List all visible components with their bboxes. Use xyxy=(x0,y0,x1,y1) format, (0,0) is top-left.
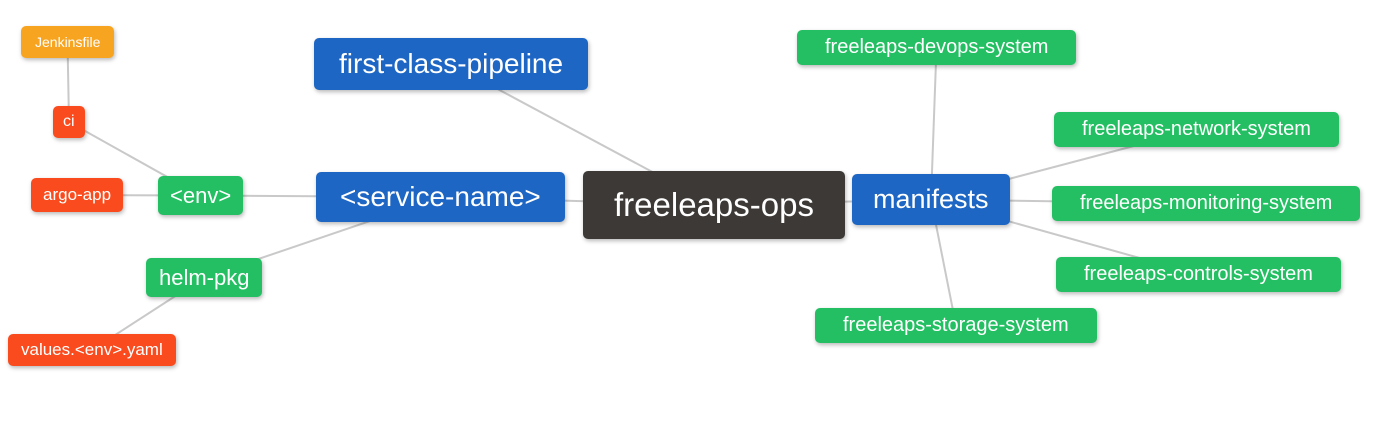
node-freeleaps-network-system[interactable]: freeleaps-network-system xyxy=(1054,112,1339,147)
node-manifests[interactable]: manifests xyxy=(852,174,1010,226)
node-argo-app[interactable]: argo-app xyxy=(31,178,124,212)
node-freeleaps-controls-system[interactable]: freeleaps-controls-system xyxy=(1056,257,1341,292)
node-service-name[interactable]: <service-name> xyxy=(316,172,565,223)
node-values-env-yaml[interactable]: values.<env>.yaml xyxy=(8,334,176,366)
node-env[interactable]: <env> xyxy=(158,176,244,216)
node-ci[interactable]: ci xyxy=(53,106,85,139)
node-freeleaps-devops-system[interactable]: freeleaps-devops-system xyxy=(797,30,1077,65)
node-helm-pkg[interactable]: helm-pkg xyxy=(146,258,263,298)
node-freeleaps-ops-root[interactable]: freeleaps-ops xyxy=(583,171,845,239)
node-jenkinsfile[interactable]: Jenkinsfile xyxy=(21,26,115,59)
node-first-class-pipeline[interactable]: first-class-pipeline xyxy=(314,38,589,91)
node-freeleaps-storage-system[interactable]: freeleaps-storage-system xyxy=(815,308,1097,343)
node-freeleaps-monitoring-system[interactable]: freeleaps-monitoring-system xyxy=(1052,186,1361,221)
